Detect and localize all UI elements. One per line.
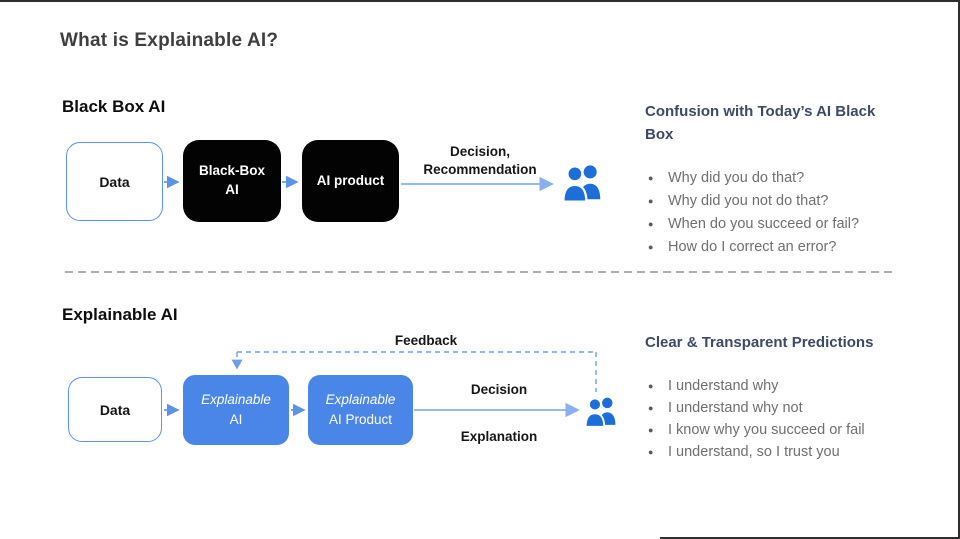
decision-label: Decision — [470, 382, 528, 397]
black-box-ai-label-line1: Black-Box — [198, 163, 266, 179]
list-item: Why did you not do that? — [645, 190, 925, 213]
page-border-top — [0, 0, 960, 2]
explainable-ai-label-line1: Explainable — [201, 392, 271, 408]
explainable-ai-product-label-line2: AI Product — [328, 412, 393, 427]
panel-heading-clear-transparent: Clear & Transparent Predictions — [645, 334, 874, 351]
data-box-blackbox-flow: Data — [66, 142, 163, 221]
explainable-ai-product-node: Explainable AI Product — [308, 375, 413, 445]
panel-heading-confusion: Confusion with Today’s AI Black Box — [645, 103, 876, 143]
explainable-ai-label-line2: AI — [229, 412, 243, 427]
explainable-ai-product-label-line1: Explainable — [325, 392, 396, 408]
data-box-label: Data — [99, 401, 131, 418]
section-heading-black-box-ai: Black Box AI — [62, 97, 166, 116]
confusion-bullet-list: Why did you do that? Why did you not do … — [645, 167, 925, 259]
list-item: Why did you do that? — [645, 167, 925, 190]
black-box-ai-node: Black-Box AI — [183, 140, 281, 222]
data-box-label: Data — [99, 173, 130, 190]
page-border-bottom — [660, 537, 960, 539]
list-item: When do you succeed or fail? — [645, 213, 925, 236]
list-item: I understand, so I trust you — [645, 441, 925, 463]
feedback-label: Feedback — [394, 333, 458, 348]
page-title: What is Explainable AI? — [60, 30, 279, 51]
ai-product-node: AI product — [302, 140, 399, 222]
list-item: I understand why — [645, 375, 925, 397]
list-item: I know why you succeed or fail — [645, 419, 925, 441]
users-icon — [562, 165, 601, 203]
black-box-ai-label-line2: AI — [225, 182, 239, 197]
decision-recommendation-label: Decision, Recommendation — [423, 144, 537, 177]
list-item: How do I correct an error? — [645, 236, 925, 259]
page-border-right — [958, 0, 960, 539]
explanation-label: Explanation — [460, 429, 538, 444]
transparent-bullet-list: I understand why I understand why not I … — [645, 375, 925, 463]
list-item: I understand why not — [645, 397, 925, 419]
section-heading-explainable-ai: Explainable AI — [62, 305, 178, 324]
explainable-ai-node: Explainable AI — [183, 375, 289, 445]
ai-product-label: AI product — [316, 172, 385, 188]
users-icon — [584, 397, 616, 428]
data-box-explainable-flow: Data — [68, 377, 162, 442]
